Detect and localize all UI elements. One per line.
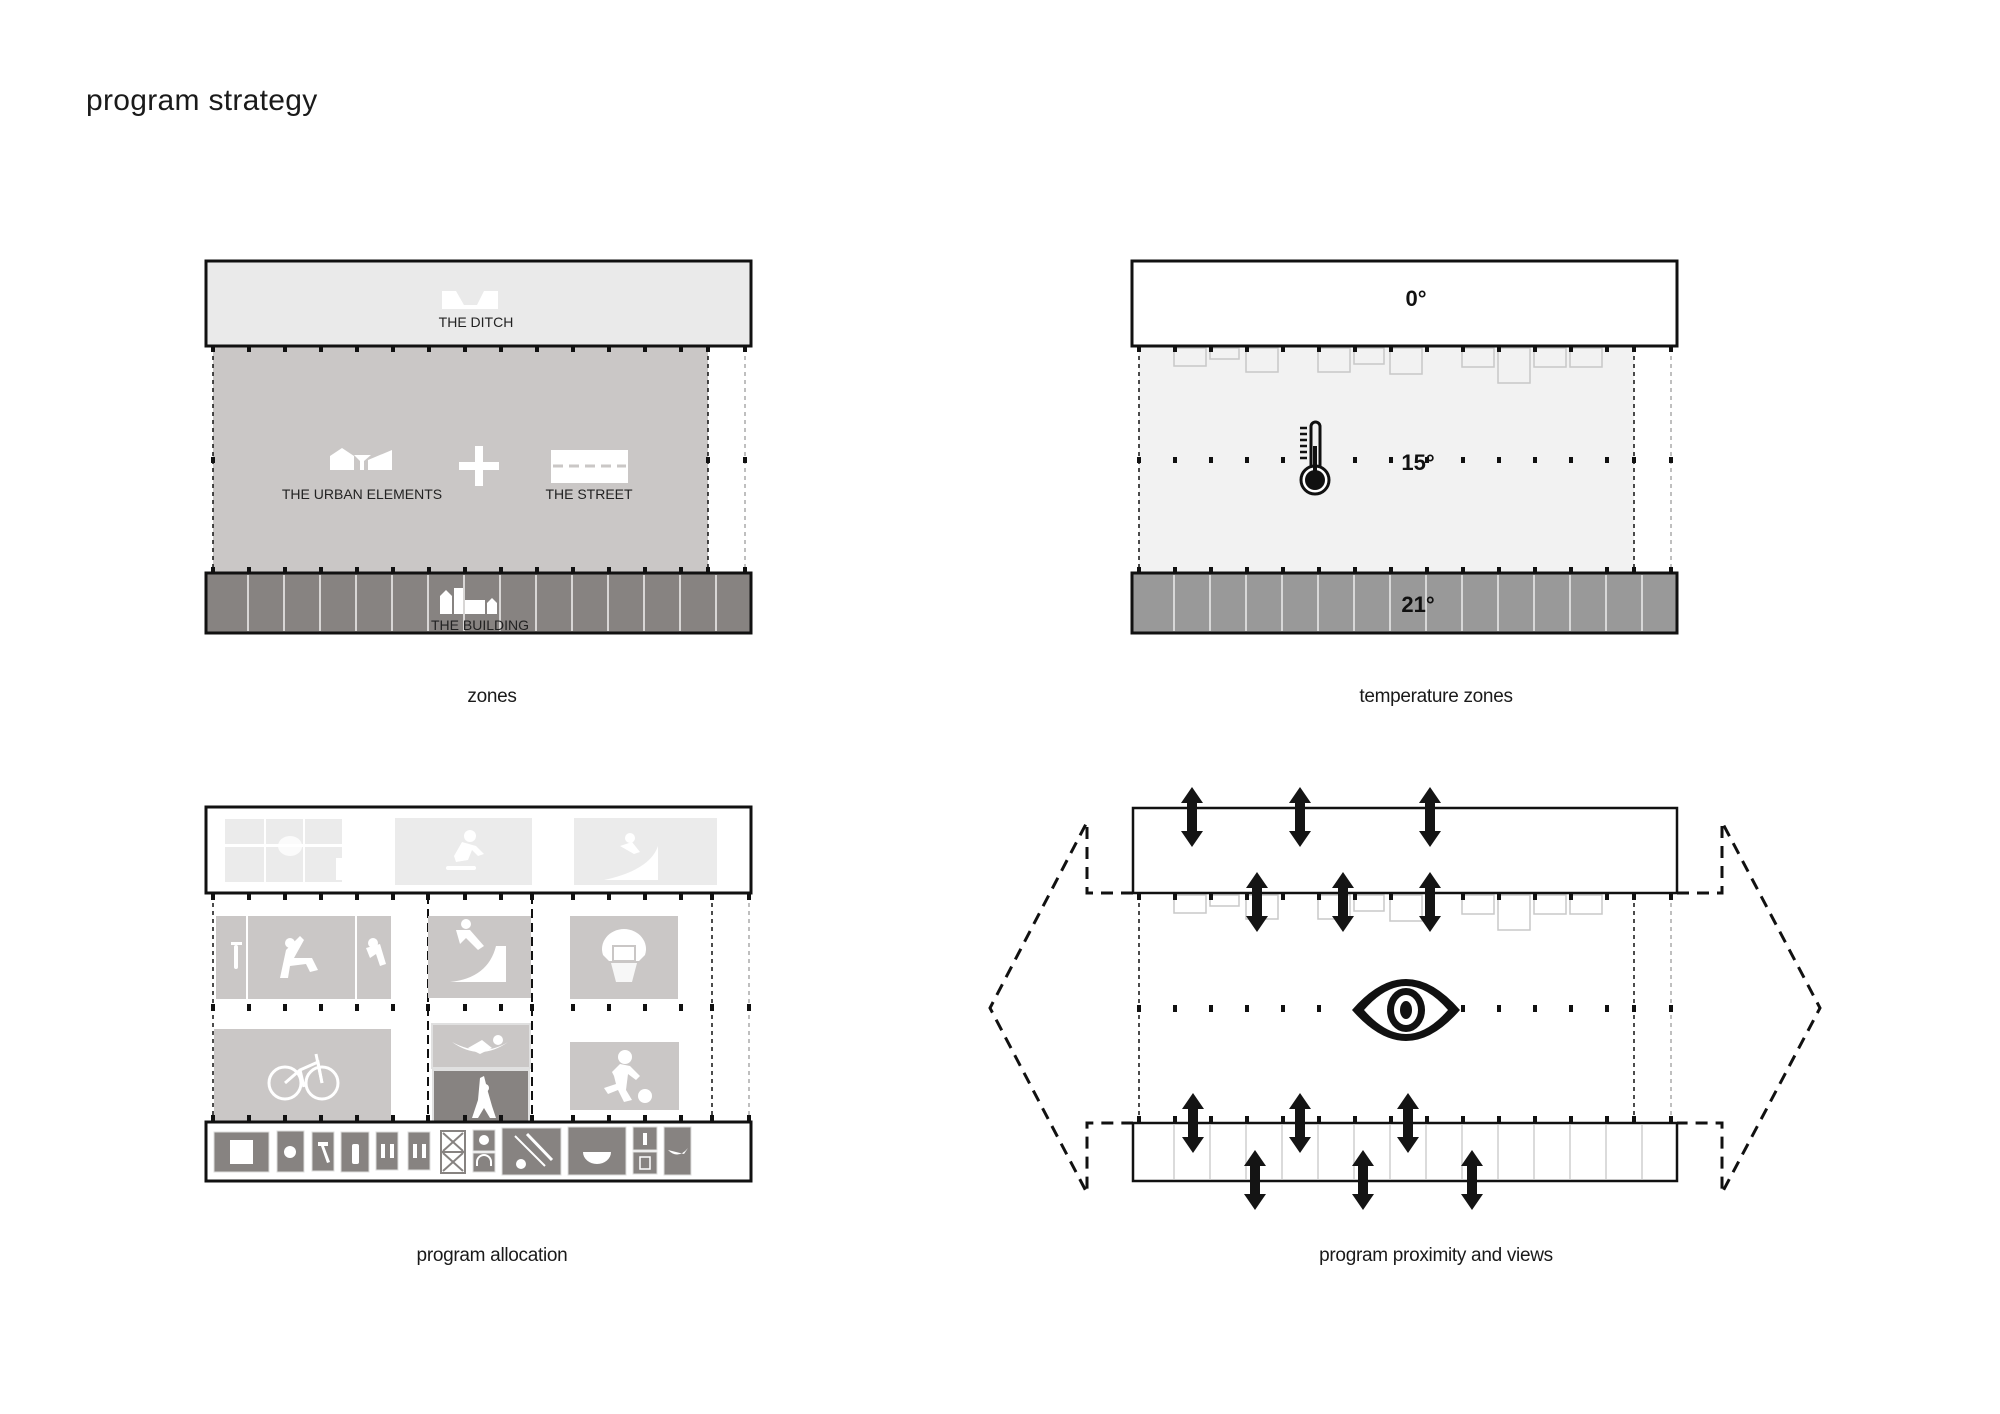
bmx-bike-icon (267, 1053, 340, 1101)
void-icon (441, 1132, 465, 1172)
info-icon (643, 1133, 647, 1145)
street-icon (551, 450, 628, 483)
proximity-diagram (988, 787, 1822, 1210)
toilets-icon-2 (413, 1144, 417, 1158)
building-program-icons (230, 1132, 688, 1170)
plus-icon (459, 446, 499, 486)
double-arrow-icon (1289, 787, 1311, 847)
double-arrow-icon (1419, 787, 1441, 847)
hammer-icon (318, 1142, 330, 1163)
page-title: program strategy (86, 84, 318, 117)
soccer-icon (604, 1050, 652, 1103)
temperature-caption: temperature zones (1359, 686, 1513, 707)
hammock-small-icon (668, 1148, 688, 1155)
urban-street-zone (213, 346, 708, 573)
building-icon (440, 588, 497, 614)
toilets-icon (381, 1144, 385, 1158)
temperature-diagram: 0° 15° 21° (1130, 259, 1679, 635)
building-program-tiles (213, 1126, 692, 1176)
temp-bottom-label: 21° (1401, 592, 1434, 617)
spray-can-icon (352, 1144, 359, 1164)
urban-elements-icon (330, 448, 392, 470)
skis-icon (514, 1135, 546, 1167)
zones-diagram: THE DITCH THE URBAN ELEMENTS THE STREET … (204, 259, 753, 635)
gym-icon (231, 936, 386, 978)
allocation-caption: program allocation (416, 1245, 568, 1266)
double-arrow-icon (1181, 787, 1203, 847)
disco-ball-icon (516, 1159, 526, 1169)
temp-top-label: 0° (1405, 286, 1426, 311)
street-label: THE STREET (545, 486, 633, 502)
ditch-icon (442, 291, 498, 309)
hammock-icon (452, 1035, 508, 1054)
dance-icon (472, 1076, 496, 1118)
snowboard-ramp-icon (450, 919, 506, 982)
exit-icon (639, 1156, 651, 1170)
urban-elements-label: THE URBAN ELEMENTS (282, 486, 442, 502)
temp-middle-label: 15° (1401, 450, 1434, 475)
ditch-label: THE DITCH (439, 314, 514, 330)
storage-icon (230, 1140, 253, 1164)
food-bowl-icon (583, 1152, 611, 1164)
building-label: THE BUILDING (431, 617, 529, 633)
zones-caption: zones (467, 686, 517, 707)
headphones-icon (476, 1154, 492, 1166)
allocation-diagram (204, 805, 753, 1183)
eye-icon (1352, 979, 1460, 1041)
view-cone-outline (988, 821, 1822, 1194)
middle-program-tiles (214, 916, 679, 1127)
dj-icon (479, 1135, 489, 1145)
thermometer-icon (1299, 420, 1331, 496)
gear-icon (284, 1146, 296, 1158)
basketball-icon (602, 929, 646, 982)
proximity-caption: program proximity and views (1319, 1245, 1553, 1266)
